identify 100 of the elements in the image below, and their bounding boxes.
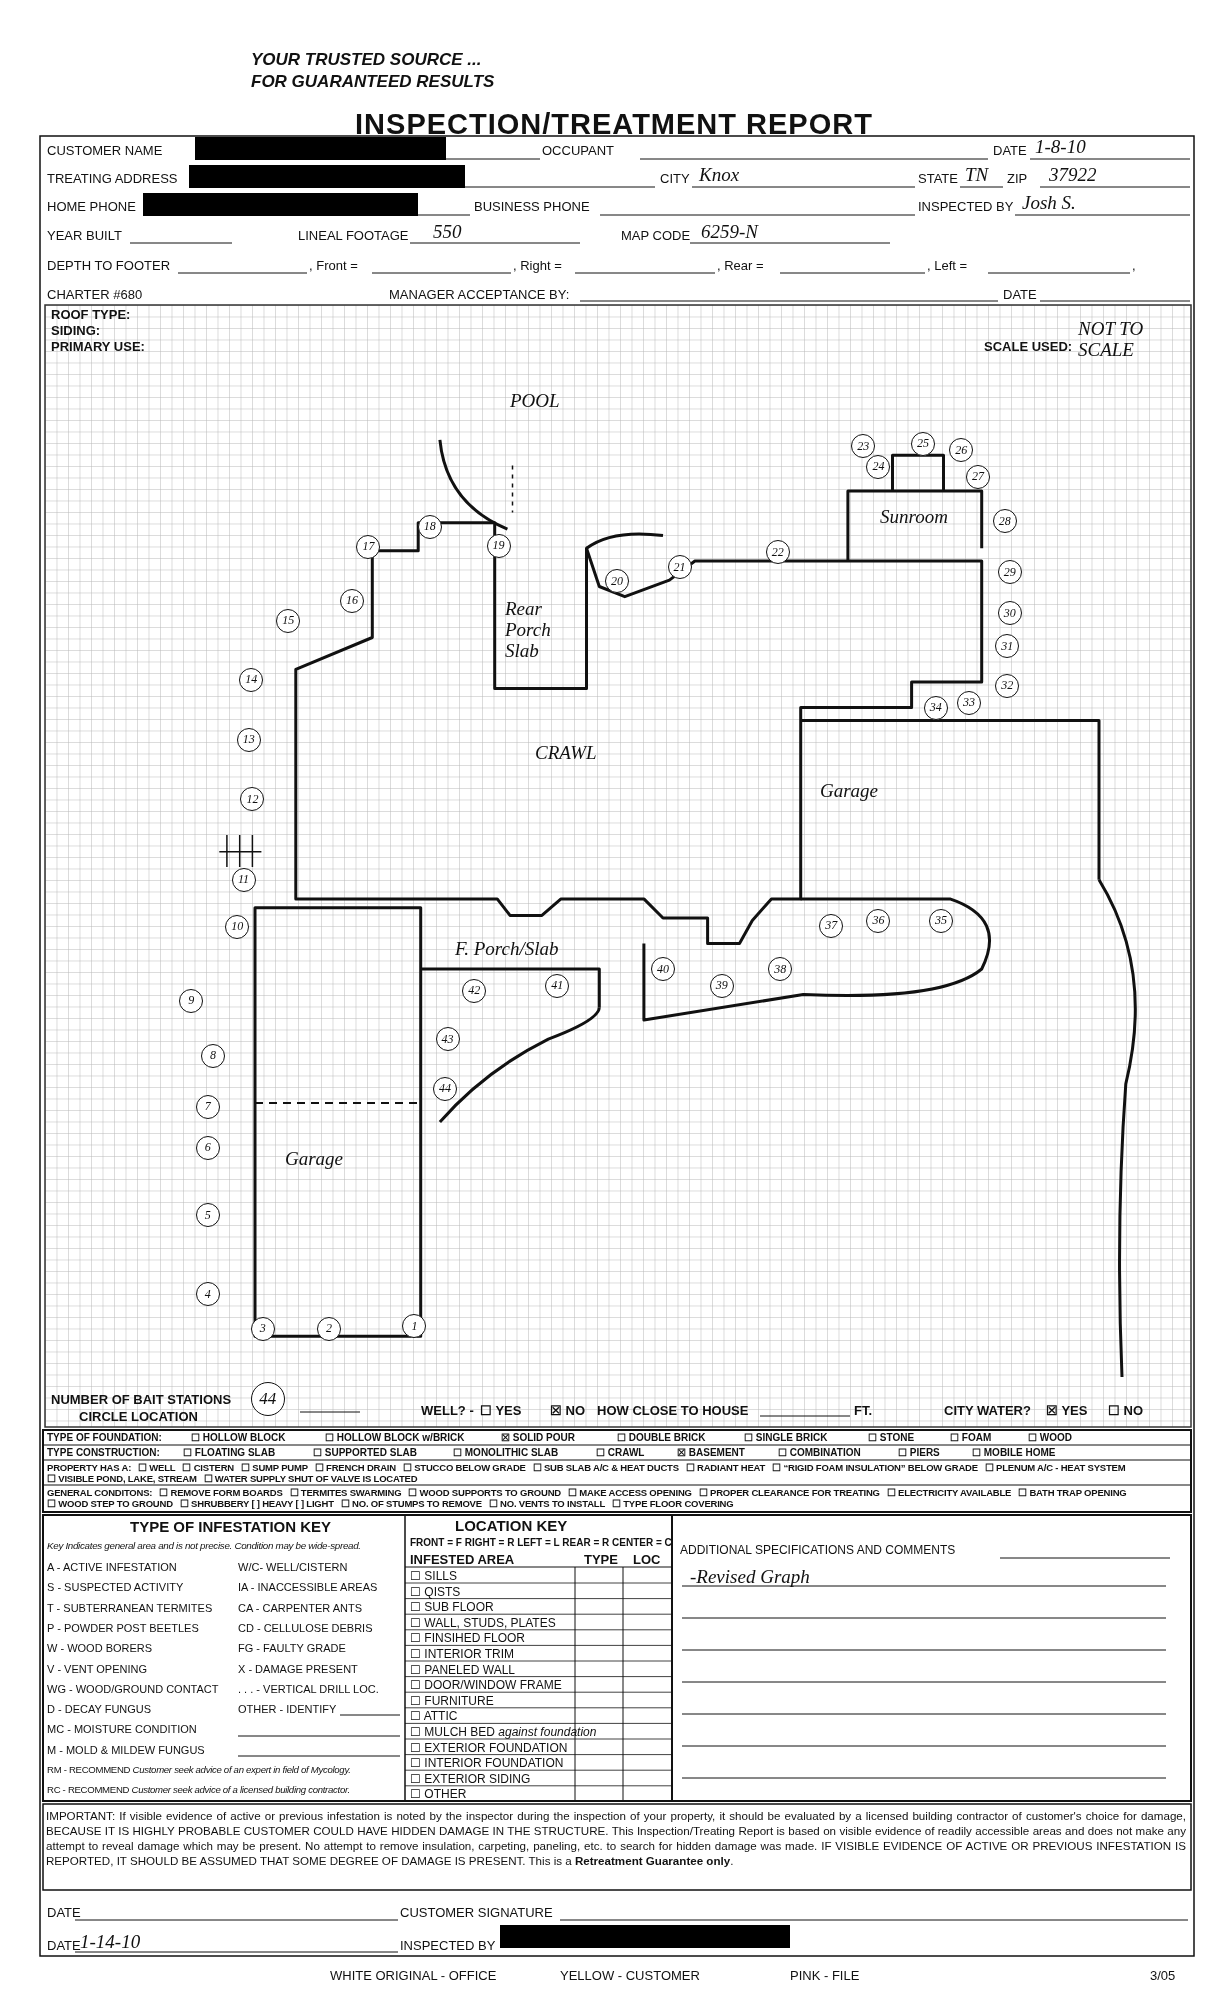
checkbox-option: ☐ SINGLE BRICK [744,1432,828,1444]
checkbox-option: ☐ SUMP PUMP [241,1462,308,1473]
field-label: , Front = [309,258,358,273]
field-label: HOW CLOSE TO HOUSE [597,1403,749,1418]
checkbox-option: ☐ VISIBLE POND, LAKE, STREAM [47,1473,197,1484]
checkbox-option: ☐ PIERS [898,1447,940,1459]
checkbox-option: ☒ SOLID POUR [501,1432,575,1444]
checkbox-option: ☐ MOBILE HOME [972,1447,1056,1459]
checkbox-option: ☐ QISTS [410,1584,461,1599]
checkbox-option: ☐ STONE [868,1432,915,1444]
room-label: CRAWL [535,742,597,763]
handwritten-entry: NOT TO SCALE [1078,318,1145,360]
field-label: ☐ YES [480,1403,522,1418]
checkbox-option: ☐ MAKE ACCESS OPENING [568,1487,692,1498]
field-label: ☒ YES [1046,1403,1088,1418]
checkbox-option: ☐ “RIGID FOAM INSULATION” BELOW GRADE [772,1462,978,1473]
field-label: MAP CODE [621,228,691,243]
handwritten-entry: 550 [433,221,462,242]
checkbox-option: ☐ INTERIOR TRIM [410,1647,515,1661]
slogan-text: YOUR TRUSTED SOURCE ... [251,50,482,70]
column-header: TYPE [584,1552,618,1567]
field-label: SIDING: [51,323,101,338]
field-label: OCCUPANT [542,143,614,158]
handwritten-entry: 37922 [1049,164,1097,185]
field-label: CHARTER #680 [47,287,143,302]
field-label: SCALE USED: [984,339,1073,354]
checkbox-option: ☐ WOOD STEP TO GROUND [47,1498,173,1509]
room-label: Garage [820,780,879,801]
room-label: Garage [285,1148,344,1169]
column-header: INFESTED AREA [410,1552,515,1567]
checkbox-option: ☐ PANELED WALL [410,1662,516,1677]
field-label: , Rear = [717,258,764,273]
checkbox-option: ☐ BATH TRAP OPENING [1018,1487,1127,1498]
key-entry: RC - RECOMMEND Customer seek advice of a licensed building contractor. [47,1783,350,1798]
checkbox-option: ☐ MULCH BED against foundation [410,1725,597,1739]
checkbox-option: ☒ BASEMENT [677,1447,745,1459]
checkbox-option: ☐ STUCCO BELOW GRADE [403,1462,526,1473]
field-label: DATE [1003,287,1037,302]
field-label: PRIMARY USE: [51,339,145,354]
checkbox-option: ☐ HOLLOW BLOCK [191,1432,286,1444]
field-label: CITY [660,171,690,186]
key-entry: RM - RECOMMEND Customer seek advice of an expert in field of Mycology. [47,1763,351,1777]
checkbox-option: ☐ PLENUM A/C - HEAT SYSTEM [984,1462,1126,1473]
key-entry: FG - FAULTY GRADE [238,1641,346,1656]
field-label: ZIP [1007,171,1028,186]
key-entry: S - SUSPECTED ACTIVITY [47,1580,184,1595]
key-entry: W - WOOD BORERS [47,1641,153,1656]
checkbox-option: ☐ NO. OF STUMPS TO REMOVE [340,1498,482,1509]
checkbox-option: ☐ CRAWL [596,1447,645,1459]
checkbox-option: ☐ EXTERIOR FOUNDATION [410,1740,568,1755]
checkbox-option: ☐ FURNITURE [410,1693,494,1708]
key-entry: T - SUBTERRANEAN TERMITES [47,1600,213,1615]
checkbox-option: ☐ SHRUBBERY [ ] HEAVY [ ] LIGHT [179,1498,334,1509]
field-label: YEAR BUILT [47,228,122,243]
footer-text: 3/05 [1150,1968,1176,1983]
report-title: INSPECTION/TREATMENT REPORT [354,108,874,141]
field-label: BUSINESS PHONE [474,199,590,214]
checkbox-option: ☐ DOUBLE BRICK [617,1432,706,1444]
row-heading: GENERAL CONDITONS: [47,1487,153,1498]
field-label: NUMBER OF BAIT STATIONS [51,1392,232,1407]
checkbox-option: ☐ OTHER [410,1787,467,1802]
handwritten-entry: Josh S. [1022,192,1076,213]
column-header: LOC [633,1552,661,1567]
checkbox-option: ☐ CISTERN [182,1462,234,1473]
key-entry: V - VENT OPENING [47,1661,148,1676]
field-label: , [1132,258,1136,273]
checkbox-option: ☐ ATTIC [410,1709,458,1724]
key-entry: CD - CELLULOSE DEBRIS [238,1620,373,1635]
checkbox-option: ☐ EXTERIOR SIDING [410,1771,531,1786]
field-label: TREATING ADDRESS [47,171,178,186]
key-note: FRONT = F RIGHT = R LEFT = L REAR = R CENTER = C [410,1537,672,1549]
section-heading: ADDITIONAL SPECIFICATIONS AND COMMENTS [680,1543,956,1557]
field-label: , Left = [927,258,968,273]
checkbox-option: ☐ TERMITES SWARMING [289,1487,402,1498]
checkbox-option: ☐ WOOD SUPPORTS TO GROUND [408,1487,562,1498]
field-label: WELL? - [421,1403,474,1418]
key-entry: M - MOLD & MILDEW FUNGUS [47,1742,205,1757]
checkbox-option: ☐ SUPPORTED SLAB [313,1447,417,1459]
key-entry: OTHER - IDENTIFY [238,1702,337,1717]
key-entry: CA - CARPENTER ANTS [238,1600,363,1615]
key-entry: X - DAMAGE PRESENT [238,1661,358,1676]
key-entry: P - POWDER POST BEETLES [47,1620,199,1635]
handwritten-entry: TN [965,164,989,185]
handwritten-entry: 1-14-10 [80,1931,141,1952]
field-label: ROOF TYPE: [51,307,131,322]
checkbox-option: ☐ WOOD [1028,1432,1072,1444]
room-label: F. Porch/Slab [455,938,559,959]
checkbox-option: ☐ WATER SUPPLY SHUT OF VALVE IS LOCATED [203,1473,418,1484]
field-label: DATE [993,143,1027,158]
field-label: DATE [47,1938,81,1953]
checkbox-option: ☐ FOAM [950,1432,992,1444]
checkbox-option: ☐ FLOATING SLAB [183,1447,276,1459]
checkbox-option: ☐ TYPE FLOOR COVERING [612,1498,734,1509]
field-label: INSPECTED BY [400,1938,496,1953]
field-label: FT. [854,1403,873,1418]
checkbox-option: ☐ WALL, STUDS, PLATES [410,1615,556,1630]
checkbox-option: ☐ WELL [138,1462,176,1473]
handwritten-entry: -Revised Graph [690,1566,810,1587]
field-label: ☐ NO [1108,1403,1144,1418]
checkbox-option: ☐ REMOVE FORM BOARDS [159,1487,283,1498]
